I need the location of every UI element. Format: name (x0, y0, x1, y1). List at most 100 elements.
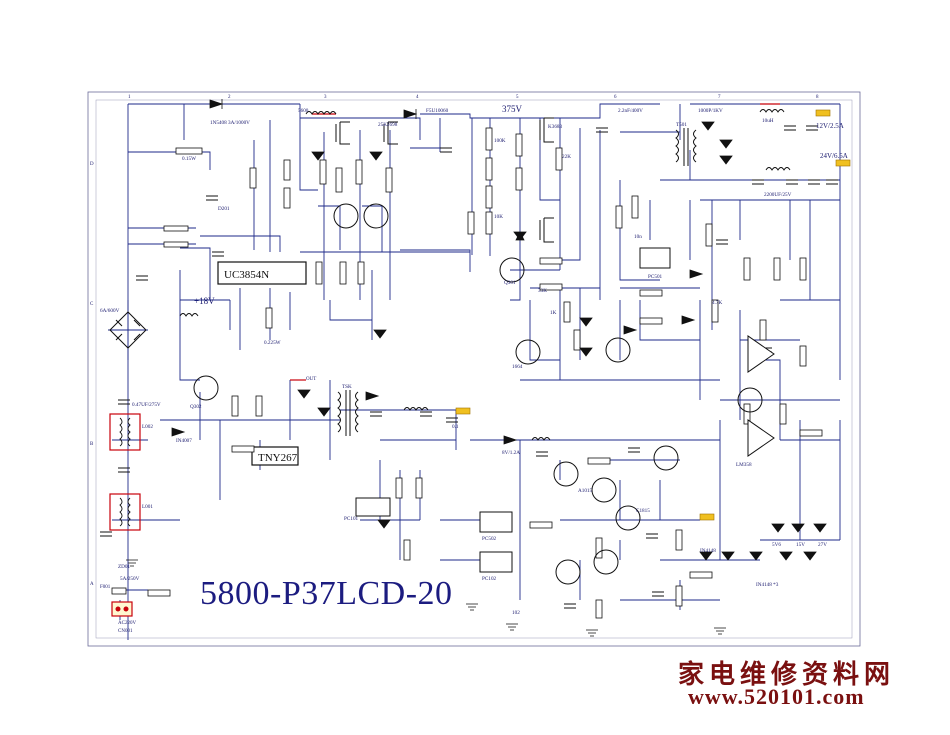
comp-label: 5600 (298, 108, 309, 114)
row-c: C (90, 302, 94, 307)
comp-label: 33K (538, 288, 547, 294)
resistor (595, 599, 603, 619)
comp-label: 1K (550, 310, 557, 316)
choke-windings (119, 417, 131, 527)
comp-label: 4.7K (712, 300, 722, 306)
resistor (529, 521, 553, 529)
comp-label: C1815 (636, 508, 650, 514)
resistor (355, 159, 363, 185)
row-d: D (90, 162, 94, 167)
resistor (231, 395, 239, 417)
comp-label: 102 (512, 610, 520, 616)
comp-label: 1000P/1KV (698, 108, 723, 114)
op-amps (747, 335, 775, 457)
comp-label: L001 (142, 504, 153, 510)
socket-pin (123, 606, 129, 612)
label-out: OUT (306, 377, 316, 382)
row-a: A (90, 582, 94, 587)
resistor (467, 211, 475, 235)
resistor (773, 257, 781, 281)
transistor (615, 505, 641, 531)
board-title: 5800-P37LCD-20 (200, 575, 453, 612)
comp-label: LM358 (736, 462, 752, 468)
transistor (553, 461, 579, 487)
transistor (555, 559, 581, 585)
comp-label: IN4148 *3 (756, 582, 779, 588)
resistor (743, 257, 751, 281)
resistor (319, 159, 327, 185)
label-24v: 24V/6.5A (820, 152, 848, 160)
comp-label: 0.225W (264, 340, 281, 346)
comp-label: PC102 (482, 576, 497, 582)
resistor (403, 539, 411, 561)
tag-12v (815, 109, 831, 117)
comp-label: PC502 (482, 536, 497, 542)
comp-label: 8V/1.2A (502, 450, 520, 456)
comp-label: 0.1 (452, 424, 459, 430)
resistor (743, 403, 751, 425)
col-5: 5 (516, 95, 519, 100)
col-6: 6 (614, 95, 617, 100)
resistor (689, 571, 713, 579)
transistor (593, 549, 619, 575)
comp-label: T501 (676, 122, 687, 128)
opto-pc101 (355, 497, 391, 517)
resistor (515, 133, 523, 157)
transformer-standby (337, 390, 359, 436)
comp-label: 1664 (512, 364, 523, 370)
sheet-inner-border (95, 99, 853, 639)
ic-tny267-label: TNY267 (258, 452, 298, 464)
resistor (705, 223, 713, 247)
resistor (485, 211, 493, 235)
comp-label: Q302 (190, 404, 202, 410)
col-7: 7 (718, 95, 721, 100)
sheet-border (87, 91, 861, 647)
col-3: 3 (324, 95, 327, 100)
ic-uc3854-label: UC3854N (224, 269, 269, 281)
resistor (175, 147, 203, 155)
resistor (415, 477, 423, 499)
resistor (335, 167, 343, 193)
label-pfc-voltage: 375V (502, 104, 523, 114)
resistor (555, 147, 563, 171)
col-2: 2 (228, 95, 231, 100)
resistor (265, 307, 273, 329)
resistor (539, 283, 563, 291)
resistor (539, 257, 563, 265)
fuse-body (111, 587, 127, 595)
resistor (515, 167, 523, 191)
resistor (147, 589, 171, 597)
input-connector (111, 587, 133, 617)
component-labels: 375V 12V/2.5A 24V/6.5A +18V OUT F001 AC2… (100, 104, 848, 634)
choke-l001 (109, 493, 141, 531)
resistor (675, 529, 683, 551)
resistor (485, 185, 493, 209)
transistor (515, 339, 541, 365)
line-filters (109, 413, 141, 531)
transistors (193, 203, 763, 585)
label-18v: +18V (194, 296, 215, 306)
opto-pc501 (639, 247, 671, 269)
tag-standby (455, 407, 471, 415)
tag-on-off (699, 513, 715, 521)
comp-label: ZD01 (118, 564, 131, 570)
socket-pin (115, 606, 121, 612)
label-mains: AC220V (118, 621, 136, 626)
comp-label: IN4007 (176, 438, 192, 444)
resistor (639, 289, 663, 297)
resistors (147, 127, 823, 619)
resistor (485, 127, 493, 151)
comp-label: 6A/600V (100, 308, 120, 314)
optocouplers (355, 247, 671, 573)
transistor (499, 257, 525, 283)
comp-label: IN4148 (700, 548, 716, 554)
row-b: B (90, 442, 94, 447)
transistor (193, 375, 219, 401)
resistor (675, 585, 683, 607)
col-4: 4 (416, 95, 419, 100)
col-1: 1 (128, 95, 131, 100)
comp-label: PC501 (648, 274, 663, 280)
row-markers: D C B A (90, 162, 94, 587)
resistor (163, 225, 189, 232)
